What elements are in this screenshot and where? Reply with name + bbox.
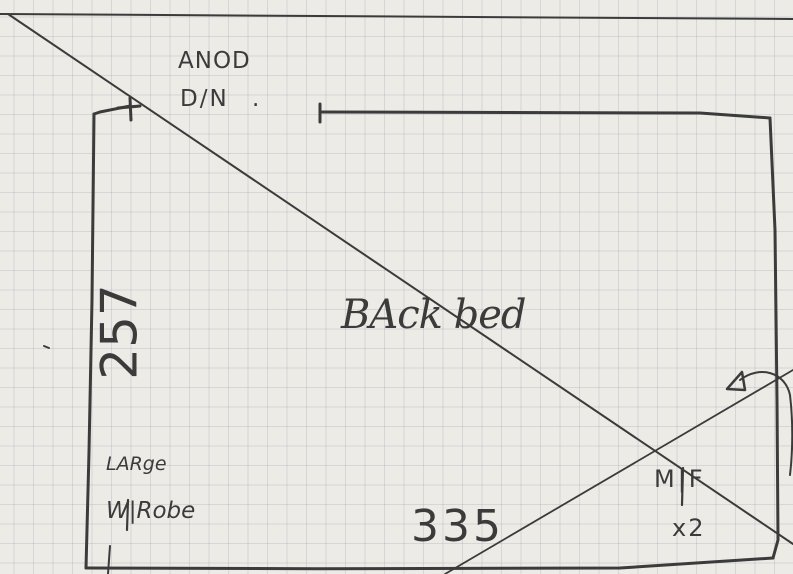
room-name: BAck bed	[341, 292, 527, 338]
width-dimension: 335	[411, 501, 504, 552]
margin-mark	[43, 345, 50, 349]
door-label-text: D/N	[180, 86, 229, 112]
wardrobe-divider	[125, 498, 130, 532]
room-outline-bottom	[84, 556, 775, 571]
ensuite-label: ANOD	[178, 48, 251, 74]
diagonal-line-lower	[444, 369, 793, 574]
room-outline-top-right	[318, 110, 772, 120]
marker-arc	[739, 371, 793, 476]
door-mark: .	[251, 86, 262, 112]
mirror-quantity: x2	[672, 514, 706, 542]
door-label: D/N .	[180, 88, 261, 111]
room-outline-right	[768, 116, 780, 560]
mirror-label: M|F	[654, 465, 706, 493]
room-outline-left	[84, 112, 96, 570]
page-top-edge	[0, 13, 793, 20]
triangle-marker	[725, 370, 747, 392]
diagonal-line-main	[7, 13, 793, 545]
stray-stroke	[107, 545, 111, 574]
door-tick-left	[116, 96, 142, 122]
mirror-divider	[680, 466, 685, 507]
wardrobe-label: W|Robe	[106, 498, 196, 524]
wardrobe-size-label: LARge	[106, 453, 167, 475]
height-dimension: 257	[90, 284, 149, 380]
